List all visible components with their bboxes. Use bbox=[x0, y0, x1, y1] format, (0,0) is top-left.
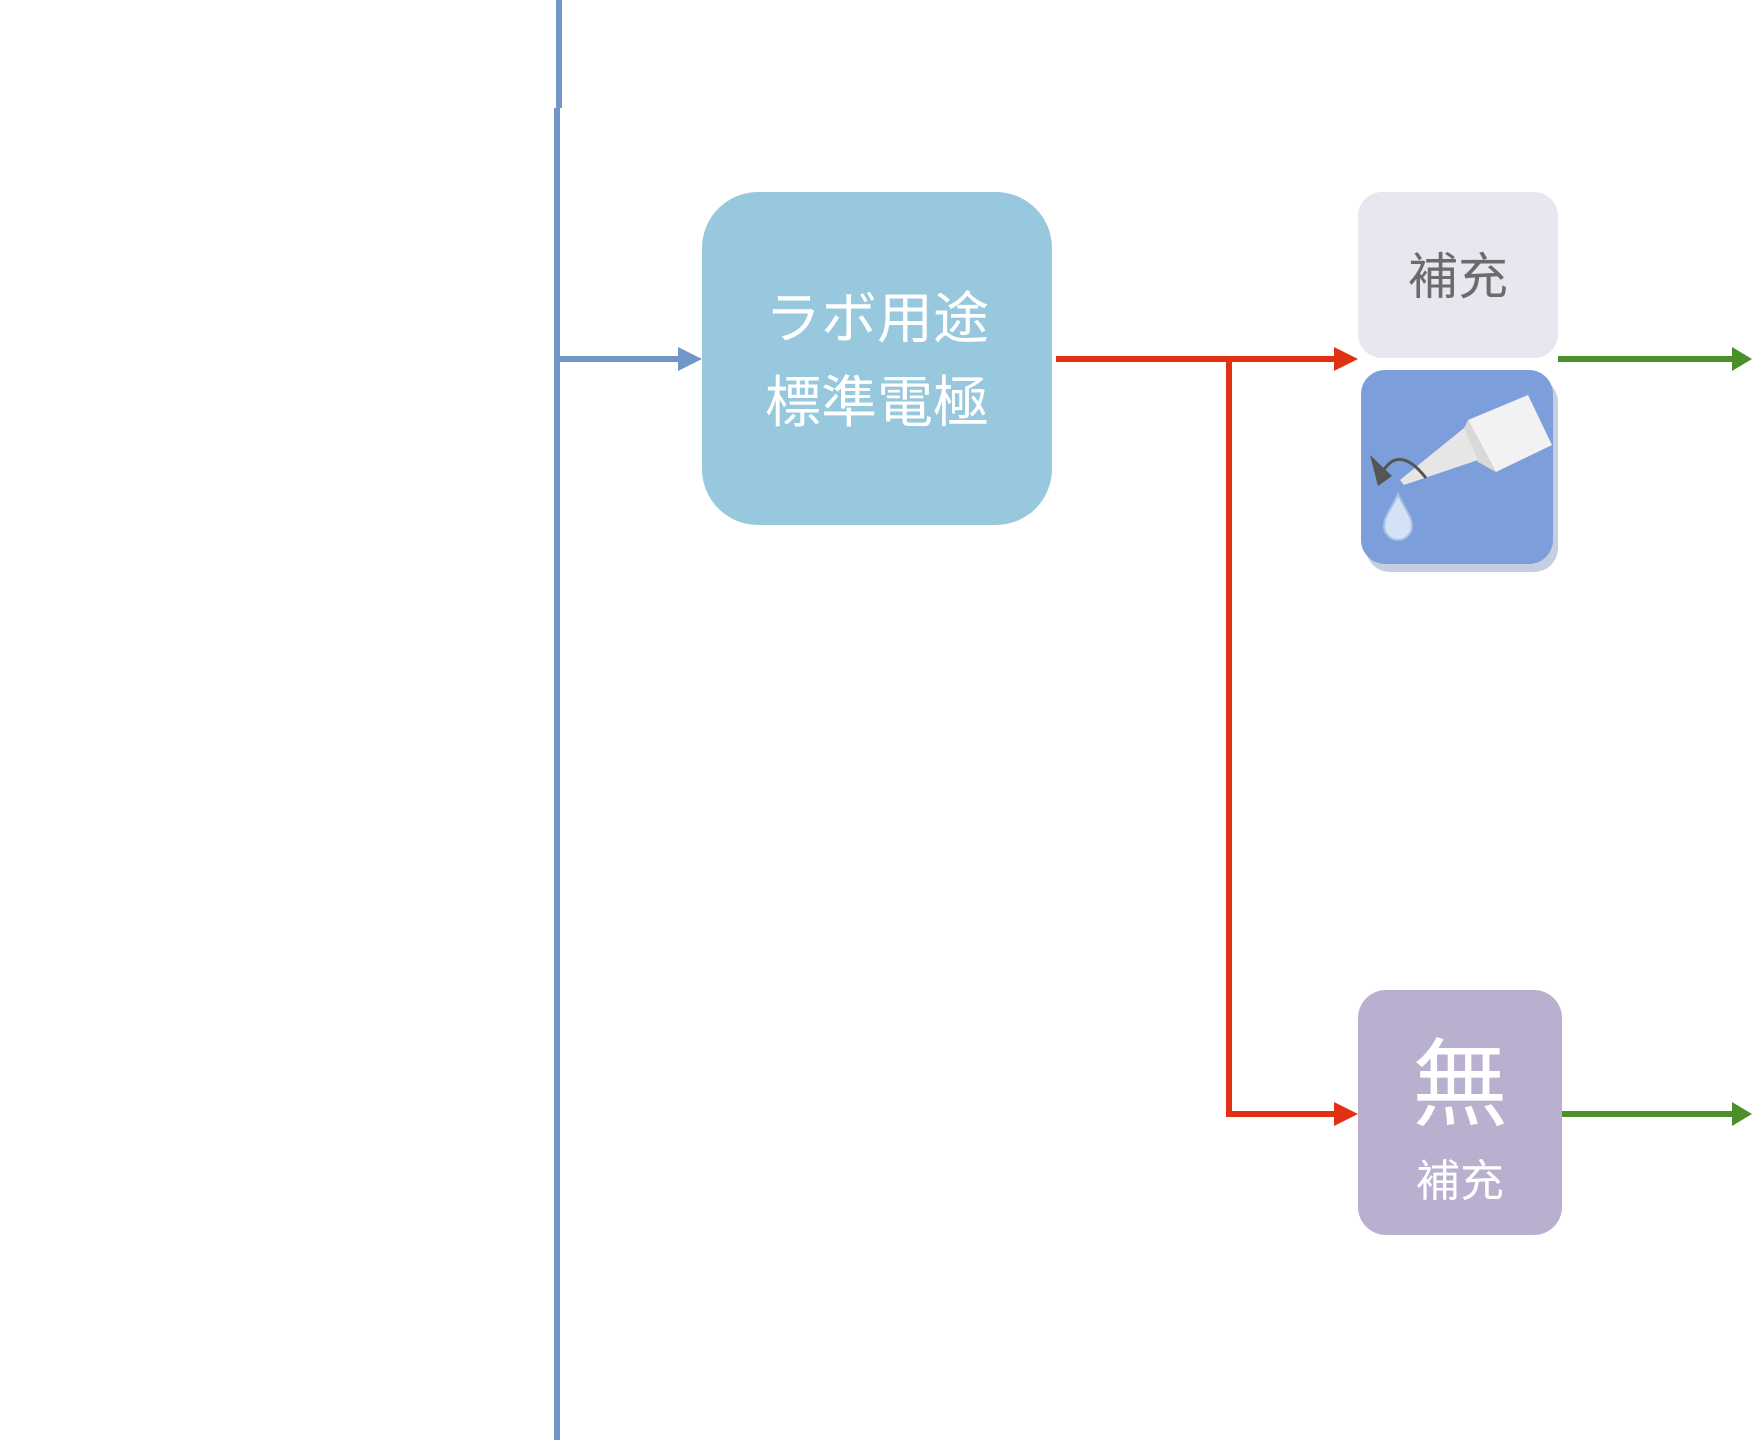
refill-label: 補充 bbox=[1408, 248, 1508, 306]
refill-node: 補充 bbox=[1358, 192, 1558, 358]
no-refill-big-label: 無 bbox=[1412, 1029, 1508, 1141]
blue-arrowhead bbox=[678, 347, 702, 371]
lab-electrode-label-line2: 標準電極 bbox=[765, 371, 989, 436]
green-arrowhead-top bbox=[1732, 347, 1752, 371]
dropper-bottle-icon bbox=[1361, 370, 1558, 572]
red-arrowhead-bottom bbox=[1334, 1102, 1358, 1126]
lab-electrode-label-line1: ラボ用途 bbox=[765, 287, 989, 352]
red-arrowhead-top bbox=[1334, 347, 1358, 371]
no-refill-node: 無 補充 bbox=[1358, 990, 1562, 1235]
no-refill-small-label: 補充 bbox=[1416, 1156, 1504, 1207]
green-arrowhead-bottom bbox=[1732, 1102, 1752, 1126]
lab-electrode-node: ラボ用途 標準電極 bbox=[702, 192, 1052, 525]
